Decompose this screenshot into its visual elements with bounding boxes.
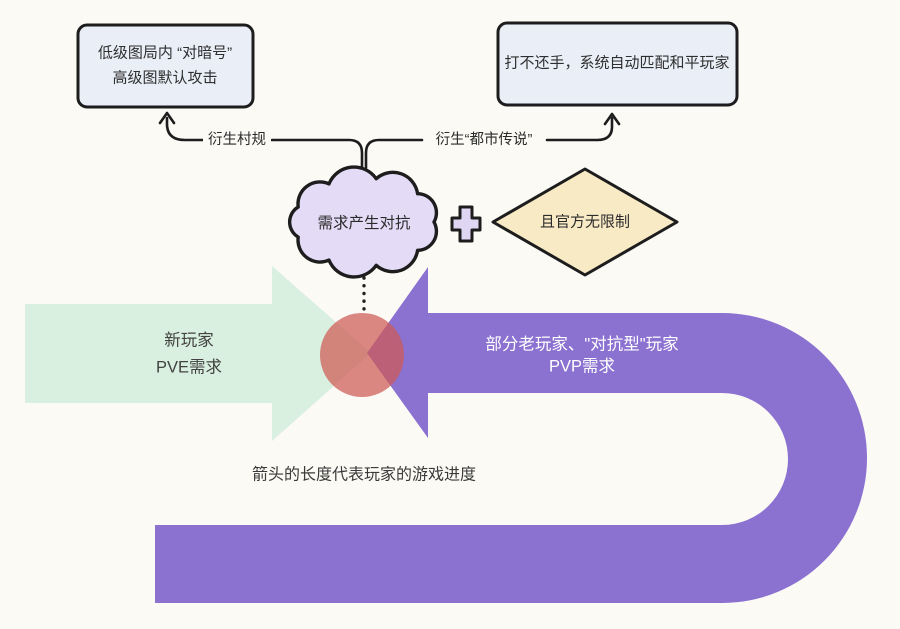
derive-left-label: 衍生村规 — [203, 128, 271, 152]
connector-lines — [158, 111, 621, 170]
diamond-shape — [491, 167, 679, 277]
caption: 箭头的长度代表玩家的游戏进度 — [251, 466, 477, 484]
plus-icon — [450, 205, 482, 243]
callout-box-right — [496, 21, 739, 107]
pvp-arrow-line1: 部分老玩家、"对抗型"玩家 — [485, 335, 679, 354]
pve-arrow-text: 新玩家 PVE需求 — [156, 327, 222, 380]
connector-left-arrowhead-icon — [158, 111, 176, 125]
connector-right-from-cloud — [364, 138, 424, 170]
cloud-shape — [288, 165, 439, 279]
callout-left-line2: 高级图默认攻击 — [112, 69, 218, 86]
collision-circle — [320, 313, 404, 397]
callout-left-text: 低级图局内 “对暗号” 高级图默认攻击 — [98, 41, 232, 91]
pvp-arrow-text: 部分老玩家、"对抗型"玩家 PVP需求 — [485, 334, 678, 379]
pve-arrow-line1: 新玩家 — [164, 331, 214, 350]
cloud-text: 需求产生对抗 — [317, 214, 411, 232]
callout-right-text: 打不还手，系统自动匹配和平玩家 — [504, 54, 730, 72]
callout-box-left — [76, 23, 255, 109]
pve-arrow-line2: PVE需求 — [155, 358, 223, 376]
connector-right-curve — [545, 116, 614, 142]
connector-right-arrowhead-icon — [603, 112, 621, 126]
diamond-text: 且官方无限制 — [539, 213, 631, 231]
pve-arrow-shape — [25, 266, 371, 441]
derive-right-label: 衍生“都市传说” — [430, 128, 538, 152]
callout-left-line1: 低级图局内 “对暗号” — [97, 44, 233, 62]
connector-left-to-cloud — [270, 138, 364, 170]
pvp-arrow-shape — [155, 267, 867, 603]
pvp-arrow-line2: PVP需求 — [548, 358, 616, 376]
connector-left-curve — [165, 116, 205, 142]
